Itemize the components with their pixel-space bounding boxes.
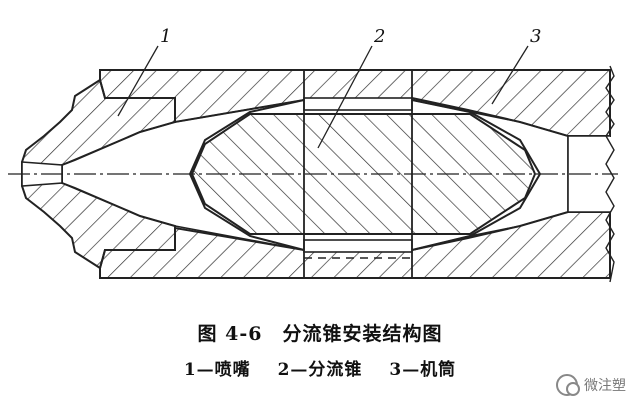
figure-caption-title: 图 4-6 分流锥安装结构图 — [197, 323, 443, 345]
leader-line-2 — [317, 45, 373, 149]
part-label-1: 1 — [160, 26, 171, 47]
part-label-3: 3 — [530, 26, 541, 47]
support-ring-bottom — [303, 239, 413, 253]
flow-channel-right-lower — [411, 211, 569, 251]
legend-item-spreader: 2—分流锥 — [277, 360, 363, 380]
break-edge — [605, 65, 615, 283]
flow-channel-upper — [61, 99, 305, 166]
part-label-2: 2 — [373, 26, 385, 47]
wechat-icon — [556, 374, 580, 396]
leader-line-1 — [117, 45, 159, 117]
figure-legend: 1—喷嘴 2—分流锥 3—机筒 — [0, 355, 640, 380]
spreader-cone-core — [190, 113, 537, 235]
flow-channel-right-upper — [411, 99, 569, 137]
legend-item-nozzle: 1—喷嘴 — [183, 360, 251, 380]
watermark: 微注塑 — [556, 374, 626, 396]
watermark-text: 微注塑 — [584, 378, 626, 394]
flow-channel-lower — [61, 182, 305, 251]
support-ring-top — [303, 97, 413, 111]
legend-item-barrel: 3—机筒 — [389, 360, 457, 380]
leader-line-3 — [491, 45, 529, 105]
